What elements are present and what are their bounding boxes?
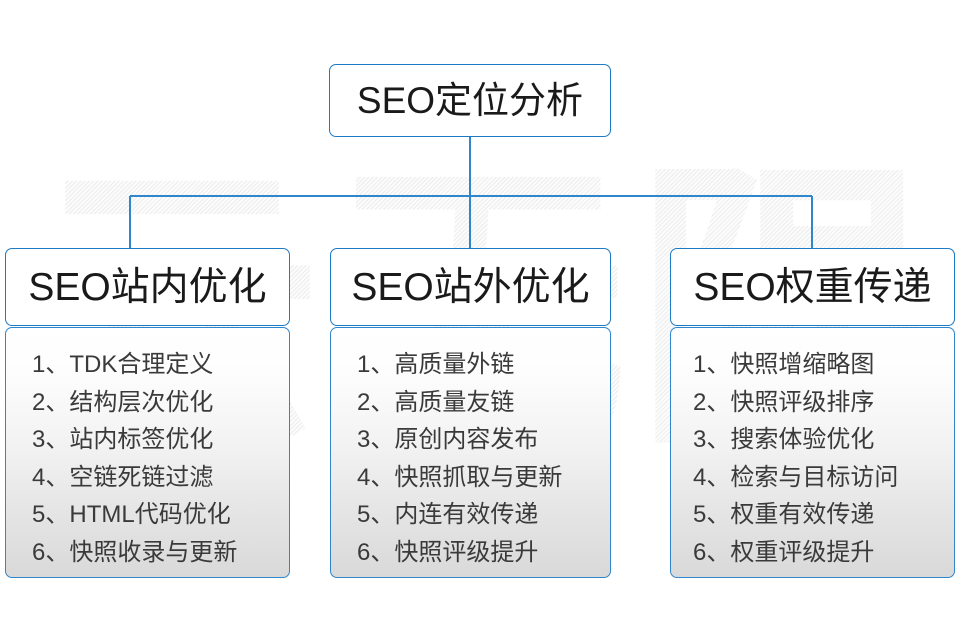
list-item-text: HTML代码优化 <box>69 501 231 528</box>
list-item-text: 高质量友链 <box>394 388 515 416</box>
list-item[interactable]: 1、TDK合理定义 <box>32 346 289 384</box>
list-item-number: 4、 <box>357 463 395 491</box>
list-item-text: 权重有效传递 <box>730 501 875 528</box>
list-item-number: 6、 <box>693 538 731 566</box>
list-item-number: 2、 <box>32 388 70 416</box>
column-header-seo-onsite[interactable]: SEO站内优化 <box>5 248 290 326</box>
column-header-seo-offsite[interactable]: SEO站外优化 <box>330 248 611 326</box>
list-item-number: 3、 <box>32 426 70 453</box>
root-node[interactable]: SEO定位分析 <box>329 64 611 137</box>
column-header-label: SEO权重传递 <box>693 265 932 309</box>
list-item-number: 1、 <box>32 351 70 378</box>
list-item-text: 高质量外链 <box>394 351 515 378</box>
column-header-label: SEO站内优化 <box>28 265 267 309</box>
list-item-text: 快照收录与更新 <box>69 538 238 566</box>
column-list-seo-offsite: 1、高质量外链 2、高质量友链 3、原创内容发布 4、快照抓取与更新 5、内连有… <box>330 327 611 578</box>
list-item[interactable]: 3、搜索体验优化 <box>693 421 954 459</box>
list-item-text: 权重评级提升 <box>730 538 875 566</box>
list-item[interactable]: 3、站内标签优化 <box>32 421 289 459</box>
list-item-text: TDK合理定义 <box>69 351 214 378</box>
list-item-text: 快照评级提升 <box>394 538 539 566</box>
column-list-seo-onsite: 1、TDK合理定义 2、结构层次优化 3、站内标签优化 4、空链死链过滤 5、H… <box>5 327 290 578</box>
column-header-label: SEO站外优化 <box>351 265 590 309</box>
column-header-seo-weight-transfer[interactable]: SEO权重传递 <box>670 248 955 326</box>
list-item-number: 1、 <box>693 351 731 378</box>
list-item[interactable]: 6、权重评级提升 <box>693 534 954 572</box>
list-item-text: 站内标签优化 <box>69 426 214 453</box>
list-item-number: 4、 <box>32 463 70 491</box>
root-node-label: SEO定位分析 <box>356 80 584 121</box>
list-item-number: 5、 <box>32 501 70 528</box>
list-item-text: 快照评级排序 <box>730 388 875 416</box>
list-item-text: 原创内容发布 <box>394 426 539 453</box>
list-item-number: 3、 <box>357 426 395 453</box>
list-item[interactable]: 2、结构层次优化 <box>32 384 289 422</box>
list-item[interactable]: 3、原创内容发布 <box>357 421 610 459</box>
column-list-seo-weight-transfer: 1、快照增缩略图 2、快照评级排序 3、搜索体验优化 4、检索与目标访问 5、权… <box>670 327 955 578</box>
list-item-number: 5、 <box>357 501 395 528</box>
list-item-number: 3、 <box>693 426 731 453</box>
list-items: 1、高质量外链 2、高质量友链 3、原创内容发布 4、快照抓取与更新 5、内连有… <box>331 346 610 571</box>
list-item-number: 2、 <box>357 388 395 416</box>
list-item[interactable]: 5、HTML代码优化 <box>32 496 289 534</box>
list-item[interactable]: 2、快照评级排序 <box>693 384 954 422</box>
list-item-text: 结构层次优化 <box>69 388 214 416</box>
list-item-number: 6、 <box>32 538 70 566</box>
list-item-text: 快照增缩略图 <box>730 351 875 378</box>
list-item-text: 检索与目标访问 <box>730 463 899 491</box>
list-item-number: 2、 <box>693 388 731 416</box>
list-item[interactable]: 1、快照增缩略图 <box>693 346 954 384</box>
list-item[interactable]: 2、高质量友链 <box>357 384 610 422</box>
list-item[interactable]: 4、空链死链过滤 <box>32 459 289 497</box>
list-item-number: 6、 <box>357 538 395 566</box>
list-items: 1、快照增缩略图 2、快照评级排序 3、搜索体验优化 4、检索与目标访问 5、权… <box>671 346 954 571</box>
list-items: 1、TDK合理定义 2、结构层次优化 3、站内标签优化 4、空链死链过滤 5、H… <box>6 346 289 571</box>
list-item-number: 1、 <box>357 351 395 378</box>
list-item[interactable]: 5、内连有效传递 <box>357 496 610 534</box>
list-item-number: 4、 <box>693 463 731 491</box>
list-item[interactable]: 6、快照收录与更新 <box>32 534 289 572</box>
list-item[interactable]: 5、权重有效传递 <box>693 496 954 534</box>
list-item-text: 搜索体验优化 <box>730 426 875 453</box>
list-item-text: 内连有效传递 <box>394 501 539 528</box>
list-item-text: 快照抓取与更新 <box>394 463 563 491</box>
list-item[interactable]: 4、快照抓取与更新 <box>357 459 610 497</box>
list-item-text: 空链死链过滤 <box>69 463 214 491</box>
list-item-number: 5、 <box>693 501 731 528</box>
list-item[interactable]: 4、检索与目标访问 <box>693 459 954 497</box>
list-item[interactable]: 1、高质量外链 <box>357 346 610 384</box>
list-item[interactable]: 6、快照评级提升 <box>357 534 610 572</box>
